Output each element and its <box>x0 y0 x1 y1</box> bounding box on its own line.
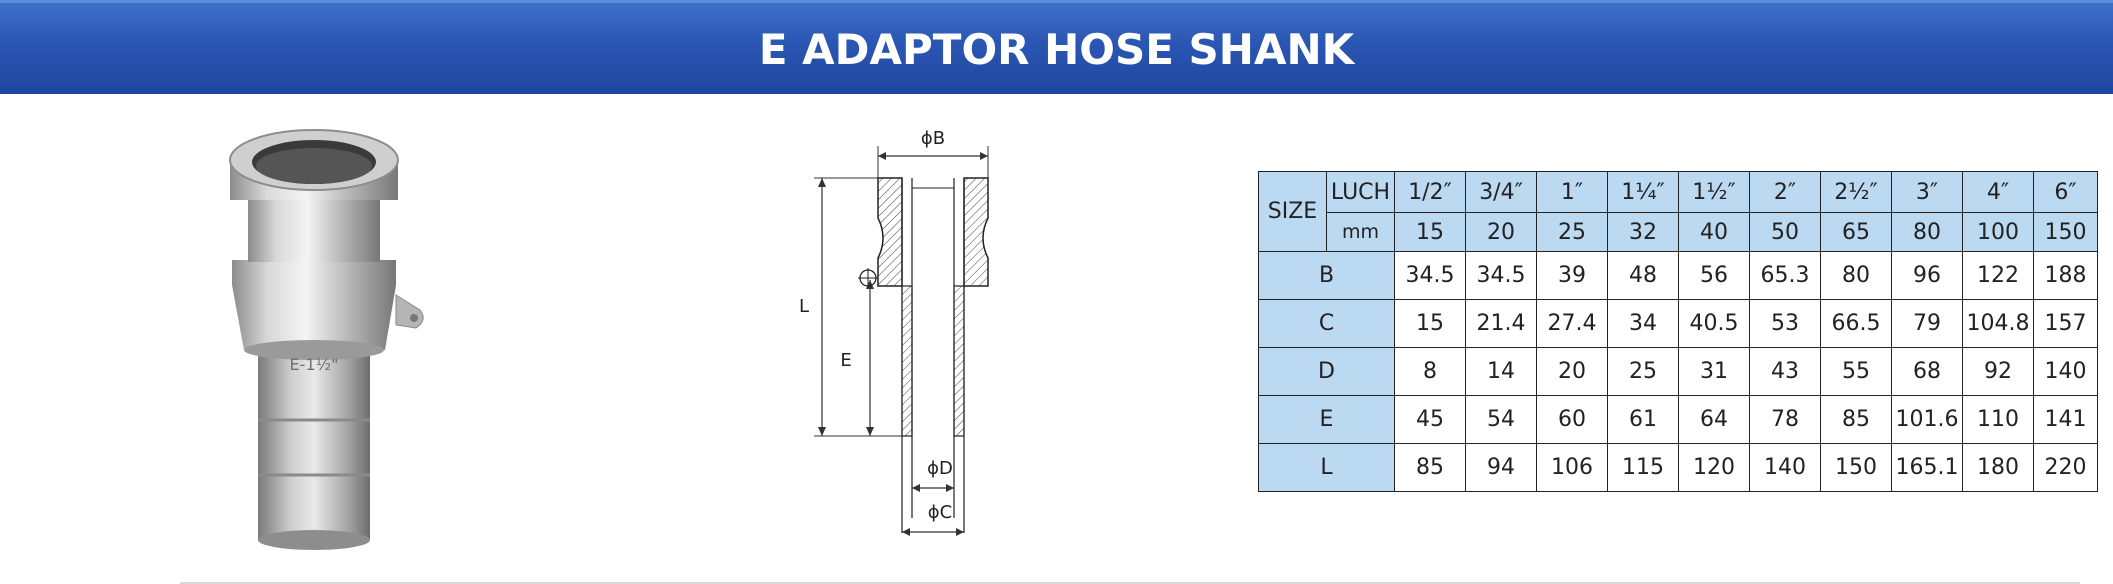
table-cell: 180 <box>1962 443 2034 492</box>
table-cell: 34.5 <box>1394 251 1466 300</box>
table-cell: 110 <box>1962 395 2034 444</box>
table-row-e: E 45 54 60 61 64 78 85 101.6 110 141 <box>1258 395 2098 444</box>
table-cell: 48 <box>1607 251 1679 300</box>
technical-drawing: ϕB L E ϕD ϕC <box>790 118 1010 548</box>
table-cell: 79 <box>1891 299 1963 348</box>
table-cell: 122 <box>1962 251 2034 300</box>
table-cell: 66.5 <box>1820 299 1892 348</box>
mm-size-cell: 15 <box>1394 212 1466 252</box>
dim-label-e: E <box>840 350 851 371</box>
table-cell: 104.8 <box>1962 299 2034 348</box>
row-label: E <box>1258 395 1395 444</box>
inch-size-cell: 2½″ <box>1820 171 1892 213</box>
dim-label-l: L <box>799 296 809 317</box>
table-row-inch: SIZE LUCH 1/2″ 3/4″ 1″ 1¼″ 1½″ 2″ 2½″ 3″… <box>1258 171 2098 252</box>
table-cell: 43 <box>1749 347 1821 396</box>
table-cell: 141 <box>2033 395 2098 444</box>
inch-size-cell: 1½″ <box>1678 171 1750 213</box>
row-label: B <box>1258 251 1395 300</box>
mm-size-cell: 150 <box>2033 212 2098 252</box>
table-cell: 85 <box>1820 395 1892 444</box>
table-row-c: C 15 21.4 27.4 34 40.5 53 66.5 79 104.8 … <box>1258 299 2098 348</box>
table-cell: 25 <box>1607 347 1679 396</box>
table-cell: 64 <box>1678 395 1750 444</box>
table-cell: 106 <box>1536 443 1608 492</box>
inch-size-cell: 1/2″ <box>1394 171 1466 213</box>
row-label: L <box>1258 443 1395 492</box>
inch-size-cell: 3/4″ <box>1465 171 1537 213</box>
table-cell: 80 <box>1820 251 1892 300</box>
table-cell: 27.4 <box>1536 299 1608 348</box>
table-cell: 188 <box>2033 251 2098 300</box>
table-cell: 78 <box>1749 395 1821 444</box>
photo-engraving: E-1½" <box>290 355 339 374</box>
table-cell: 65.3 <box>1749 251 1821 300</box>
table-cell: 96 <box>1891 251 1963 300</box>
table-cell: 34.5 <box>1465 251 1537 300</box>
table-cell: 20 <box>1536 347 1608 396</box>
mm-size-cell: 25 <box>1536 212 1608 252</box>
dim-label-b: ϕB <box>921 128 945 149</box>
table-cell: 68 <box>1891 347 1963 396</box>
table-cell: 61 <box>1607 395 1679 444</box>
table-cell: 8 <box>1394 347 1466 396</box>
dimension-drawing: ϕB L E ϕD ϕC <box>799 128 989 536</box>
table-cell: 53 <box>1749 299 1821 348</box>
row-label: C <box>1258 299 1395 348</box>
table-cell: 120 <box>1678 443 1750 492</box>
camlock-adaptor-photo-icon: E-1½" <box>229 129 424 550</box>
table-cell: 34 <box>1607 299 1679 348</box>
dim-label-d: ϕD <box>927 458 953 479</box>
mm-header: mm <box>1326 212 1395 252</box>
mm-size-cell: 20 <box>1465 212 1537 252</box>
dimension-table: SIZE LUCH 1/2″ 3/4″ 1″ 1¼″ 1½″ 2″ 2½″ 3″… <box>1258 171 2098 492</box>
table-cell: 55 <box>1820 347 1892 396</box>
table-row-mm: mm 15 20 25 32 40 50 65 80 100 150 <box>1259 212 2098 252</box>
table-cell: 150 <box>1820 443 1892 492</box>
table-cell: 14 <box>1465 347 1537 396</box>
table-cell: 165.1 <box>1891 443 1963 492</box>
table-cell: 45 <box>1394 395 1466 444</box>
inch-size-cell: 1¼″ <box>1607 171 1679 213</box>
table-row-l: L 85 94 106 115 120 140 150 165.1 180 22… <box>1258 443 2098 492</box>
table-cell: 54 <box>1465 395 1537 444</box>
table-cell: 101.6 <box>1891 395 1963 444</box>
table-cell: 21.4 <box>1465 299 1537 348</box>
table-cell: 39 <box>1536 251 1608 300</box>
table-cell: 140 <box>2033 347 2098 396</box>
table-cell: 94 <box>1465 443 1537 492</box>
mm-size-cell: 65 <box>1820 212 1892 252</box>
mm-size-cell: 50 <box>1749 212 1821 252</box>
mm-size-cell: 100 <box>1962 212 2034 252</box>
page-title: E ADAPTOR HOSE SHANK <box>758 25 1355 74</box>
header-banner: E ADAPTOR HOSE SHANK <box>0 0 2113 94</box>
inch-size-cell: 4″ <box>1962 171 2034 213</box>
row-label: D <box>1258 347 1395 396</box>
inch-header: LUCH <box>1326 171 1395 213</box>
inch-size-cell: 6″ <box>2033 171 2098 213</box>
mm-size-cell: 80 <box>1891 212 1963 252</box>
inch-size-cell: 2″ <box>1749 171 1821 213</box>
table-row-d: D 8 14 20 25 31 43 55 68 92 140 <box>1258 347 2098 396</box>
table-cell: 140 <box>1749 443 1821 492</box>
table-row-b: B 34.5 34.5 39 48 56 65.3 80 96 122 188 <box>1258 251 2098 300</box>
table-cell: 115 <box>1607 443 1679 492</box>
size-header: SIZE <box>1258 171 1327 252</box>
inch-size-cell: 3″ <box>1891 171 1963 213</box>
table-cell: 92 <box>1962 347 2034 396</box>
mm-size-cell: 32 <box>1607 212 1679 252</box>
table-cell: 40.5 <box>1678 299 1750 348</box>
table-cell: 157 <box>2033 299 2098 348</box>
divider <box>180 582 2080 584</box>
dim-label-c: ϕC <box>928 502 952 523</box>
inch-size-cell: 1″ <box>1536 171 1608 213</box>
mm-size-cell: 40 <box>1678 212 1750 252</box>
table-cell: 56 <box>1678 251 1750 300</box>
table-cell: 220 <box>2033 443 2098 492</box>
table-cell: 15 <box>1394 299 1466 348</box>
table-cell: 60 <box>1536 395 1608 444</box>
product-photo: E-1½" <box>210 120 450 560</box>
table-cell: 31 <box>1678 347 1750 396</box>
table-cell: 85 <box>1394 443 1466 492</box>
